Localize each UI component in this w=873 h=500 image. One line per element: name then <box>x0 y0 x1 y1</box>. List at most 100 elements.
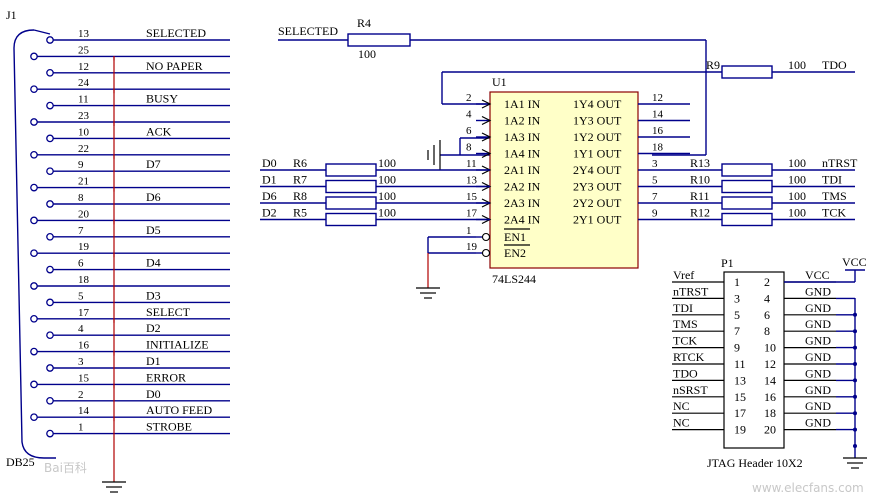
p1-right-pin-number: 4 <box>764 291 770 305</box>
u1-left-pin-name: EN2 <box>504 246 526 260</box>
u1-input-ground-symbol <box>427 137 490 170</box>
j1-pin-signal-label: SELECTED <box>146 26 206 40</box>
j1-pin-contact <box>30 118 38 126</box>
j1-pin-number: 18 <box>78 274 90 286</box>
j1-pin-number: 4 <box>78 323 84 335</box>
j1-pin-number: 13 <box>78 28 90 40</box>
p1-right-pin-number: 18 <box>764 406 776 420</box>
j1-pin-contact <box>46 364 54 372</box>
j1-pin-signal-label: SELECT <box>146 305 191 319</box>
j1-pin-contact <box>46 331 54 340</box>
j1-pin-signal-label: D2 <box>146 321 161 335</box>
u1-ref-label: U1 <box>492 75 507 89</box>
j1-pin-signal-label: D4 <box>146 256 161 270</box>
output-signal-label: TCK <box>822 206 846 220</box>
j1-pin-number: 9 <box>78 159 84 171</box>
j1-pin-contact <box>30 282 38 290</box>
u1-enable-ground-symbol <box>416 236 476 299</box>
u1-right-pin-name: 2Y2 OUT <box>573 196 622 210</box>
u1-right-pin-number: 9 <box>652 208 658 220</box>
j1-pin-number: 10 <box>78 126 90 138</box>
output-resistor-body <box>721 163 773 177</box>
p1-header-body <box>723 271 785 449</box>
p1-left-signal-label: NC <box>673 416 690 430</box>
j1-pin-signal-label: D3 <box>146 288 161 302</box>
j1-pin-contact <box>30 380 38 389</box>
input-signal-label: D1 <box>262 173 277 187</box>
p1-left-pin-number: 5 <box>734 308 740 322</box>
j1-pin-row: 4 D2 <box>46 321 230 340</box>
j1-pin-contact <box>46 36 54 44</box>
u1-chip-body <box>489 91 639 269</box>
j1-pin-row: 24 <box>30 77 230 94</box>
output-resistor-value: 100 <box>788 173 806 187</box>
p1-right-signal-label: GND <box>805 383 831 397</box>
output-signal-label: nTRST <box>822 156 858 170</box>
j1-pin-contact <box>46 396 54 405</box>
u1-left-pin-name: 2A1 IN <box>504 163 541 177</box>
input-resistor-value: 100 <box>378 156 396 170</box>
p1-left-signal-label: TDO <box>673 366 698 380</box>
j1-pin-number: 3 <box>78 356 84 368</box>
j1-ref-label: J1 <box>6 8 17 22</box>
j1-pin-row: 18 <box>30 274 230 290</box>
j1-pin-contact <box>30 314 38 323</box>
output-signal-label: TDI <box>822 173 842 187</box>
j1-pin-number: 22 <box>78 143 89 155</box>
j1-pin-signal-label: INITIALIZE <box>146 338 209 352</box>
p1-left-pin-number: 1 <box>734 275 740 289</box>
j1-pin-row: 23 <box>30 110 230 126</box>
j1-pin-number: 12 <box>78 61 89 73</box>
j1-pin-number: 21 <box>78 176 89 188</box>
j1-pin-signal-label: ERROR <box>146 370 186 384</box>
j1-pin-contact <box>30 347 38 356</box>
j1-pin-contact <box>46 134 54 143</box>
u1-left-pin: 19 EN2 <box>466 241 530 260</box>
u1-input-arrow <box>481 115 492 126</box>
j1-pin-row: 15 ERROR <box>30 370 230 389</box>
output-resistor-body <box>721 196 773 210</box>
p1-right-pin-number: 2 <box>764 275 770 289</box>
j1-pin-contact <box>46 200 54 208</box>
j1-pin-contact <box>30 150 38 159</box>
j1-pin-contact <box>46 429 54 438</box>
u1-left-pin-number: 19 <box>466 241 478 253</box>
j1-pin-row: 13 SELECTED <box>46 26 230 44</box>
j1-pin-signal-label: NO PAPER <box>146 59 203 73</box>
j1-pin-number: 24 <box>78 77 90 89</box>
p1-right-pin-number: 20 <box>764 423 776 437</box>
watermark-right: www.elecfans.com <box>752 481 864 495</box>
u1-left-pin-name: EN1 <box>504 230 526 244</box>
p1-right-signal-label: GND <box>805 416 831 430</box>
j1-pin-number: 7 <box>78 225 84 237</box>
j1-pin-contact <box>30 249 38 258</box>
u1-right-pin: 2Y2 OUT 7 <box>573 191 690 210</box>
j1-pin-number: 15 <box>78 372 90 384</box>
p1-right-pin-number: 14 <box>764 373 776 387</box>
j1-pin-signal-label: D0 <box>146 387 161 401</box>
u1-right-pin-number: 18 <box>652 142 664 154</box>
selected-net-label: SELECTED <box>278 24 338 38</box>
output-resistor-ref: R13 <box>690 156 710 170</box>
u1-right-pin-number: 7 <box>652 191 658 203</box>
j1-pin-contact <box>30 52 38 61</box>
j1-pin-number: 19 <box>78 241 90 253</box>
j1-pin-number: 23 <box>78 110 90 122</box>
j1-pin-contact <box>46 68 54 77</box>
